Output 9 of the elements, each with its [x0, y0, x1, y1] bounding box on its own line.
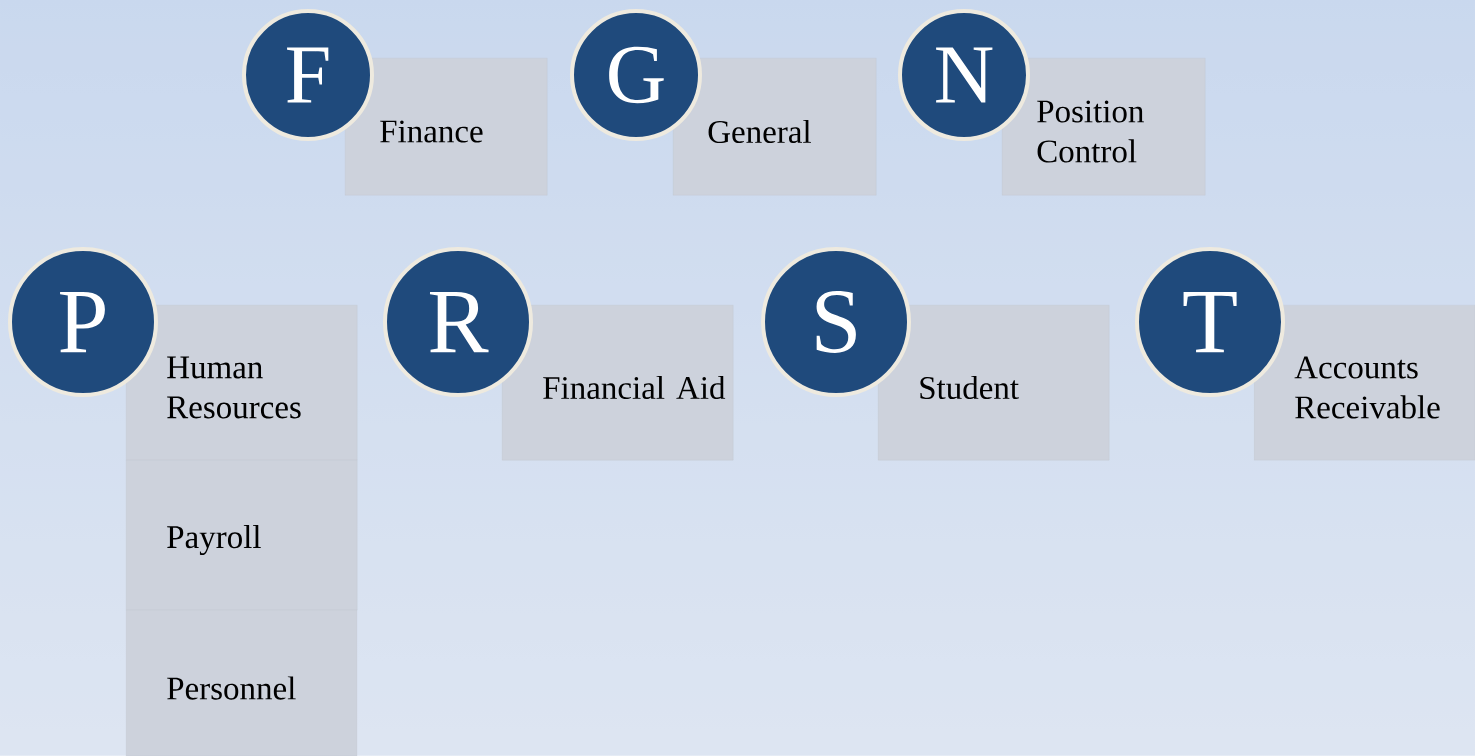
label-box: Payroll	[126, 460, 358, 611]
label-box: Personnel	[126, 610, 358, 756]
label-box: Position Control	[1002, 58, 1206, 196]
label-box: Student	[878, 305, 1110, 461]
label-box: Human Resources	[126, 305, 358, 461]
label-box: Financial Aid	[502, 305, 734, 461]
label-box: Finance	[345, 58, 548, 196]
label-box: General	[673, 58, 877, 196]
label-box: Accounts Receivable	[1254, 305, 1475, 461]
